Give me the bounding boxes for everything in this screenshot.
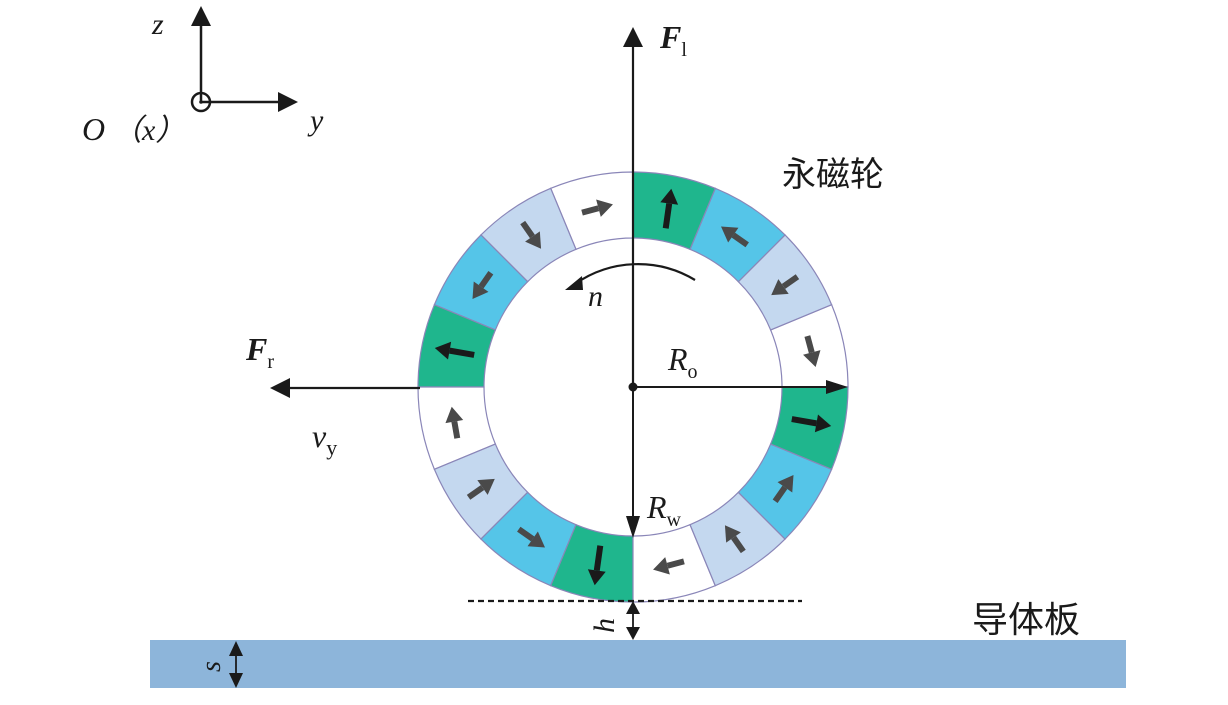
magnetization-arrow-head bbox=[527, 531, 545, 548]
magnetization-arrow-icon bbox=[653, 557, 685, 575]
x-label: （x） bbox=[112, 114, 185, 147]
plate-label: 导体板 bbox=[972, 600, 1080, 641]
magnetization-arrow-icon bbox=[472, 271, 494, 299]
magnetization-arrow-icon bbox=[434, 341, 475, 360]
magnetization-arrow-head bbox=[724, 525, 741, 543]
magnetization-arrow-head bbox=[721, 226, 739, 243]
magnetization-arrow-shaft bbox=[517, 526, 535, 542]
magnetization-arrow-icon bbox=[445, 406, 464, 439]
magnetization-arrow-head bbox=[660, 188, 679, 205]
magnetization-arrow-head bbox=[525, 231, 542, 249]
z-label: z bbox=[151, 8, 164, 41]
magnetization-arrow-icon bbox=[466, 478, 495, 500]
magnetization-arrow-head bbox=[587, 569, 606, 586]
x-axis-circle-icon bbox=[190, 91, 212, 113]
magnetization-arrow-shaft bbox=[772, 485, 788, 503]
magnetization-arrow-icon bbox=[724, 525, 746, 554]
magnetization-arrow-head bbox=[814, 414, 832, 433]
wheel-radius-label: Rw bbox=[646, 489, 682, 531]
magnetization-arrow-shaft bbox=[520, 220, 535, 239]
magnetization-arrow-head bbox=[803, 350, 821, 367]
magnetization-arrow-head bbox=[477, 478, 495, 495]
magnetization-arrow-shaft bbox=[451, 421, 461, 439]
magnetization-arrow-shaft bbox=[662, 203, 673, 229]
thickness-arrowhead-up-icon bbox=[229, 641, 243, 656]
velocity-label: vy bbox=[312, 418, 337, 460]
magnetization-arrow-icon bbox=[772, 475, 794, 503]
magnetization-arrow-shaft bbox=[593, 545, 604, 571]
thickness-arrowhead-down-icon bbox=[229, 673, 243, 688]
magnetization-arrow-shaft bbox=[731, 535, 746, 554]
rotation-arc bbox=[574, 263, 696, 285]
y-axis-arrowhead-icon bbox=[278, 92, 298, 112]
magnetization-arrow-icon bbox=[721, 226, 749, 248]
wheel-radius-arrowhead-icon bbox=[626, 516, 640, 538]
magnetization-arrow-icon bbox=[771, 274, 800, 296]
permanent-magnet-wheel bbox=[417, 171, 849, 603]
magnetization-arrow-icon bbox=[803, 335, 821, 367]
x-axis-dot-icon bbox=[199, 100, 203, 104]
magnetization-arrow-shaft bbox=[466, 485, 485, 500]
magnetization-arrow-shaft bbox=[804, 335, 815, 354]
thickness-label: s bbox=[196, 661, 227, 672]
magnetization-arrow-shaft bbox=[581, 205, 600, 216]
y-label: y bbox=[307, 104, 324, 137]
magnetization-arrow-shaft bbox=[731, 232, 749, 248]
drag-force-arrowhead-icon bbox=[270, 378, 290, 398]
rotation-arrowhead-icon bbox=[565, 276, 583, 290]
magnetization-arrow-head bbox=[771, 279, 789, 296]
outer-radius-arrowhead-icon bbox=[826, 380, 848, 394]
magnetization-arrow-icon bbox=[581, 199, 613, 217]
gap-label: h bbox=[588, 618, 621, 633]
origin-label: O bbox=[82, 111, 105, 147]
magnetization-arrow-head bbox=[472, 281, 489, 299]
z-axis-arrowhead-icon bbox=[191, 6, 211, 26]
magnetization-arrow-head bbox=[777, 475, 794, 493]
magnetization-arrow-shaft bbox=[781, 274, 800, 289]
drag-force-label: Fr bbox=[245, 331, 274, 373]
magnetization-arrow-shaft bbox=[666, 558, 685, 569]
outer-radius-label: Ro bbox=[667, 341, 698, 383]
rotation-speed-label: n bbox=[588, 280, 603, 313]
magnetization-arrow-shaft bbox=[478, 271, 494, 289]
magnetization-arrow-icon bbox=[587, 545, 606, 586]
magnetization-arrow-head bbox=[596, 199, 613, 217]
gap-arrowhead-up-icon bbox=[626, 601, 640, 614]
magnetization-arrow-head bbox=[653, 557, 670, 575]
conductor-plate bbox=[150, 640, 1126, 688]
magnetization-arrow-icon bbox=[517, 526, 545, 548]
lift-force-arrowhead-icon bbox=[623, 27, 643, 47]
coordinate-system: z y O （x） bbox=[82, 6, 324, 147]
magnetization-arrow-head bbox=[445, 406, 464, 424]
magnetization-arrow-icon bbox=[791, 414, 832, 433]
magnetization-arrow-shaft bbox=[449, 347, 475, 358]
magnetization-arrow-icon bbox=[520, 220, 542, 249]
lift-force-label: Fl bbox=[659, 19, 687, 61]
gap-arrowhead-down-icon bbox=[626, 627, 640, 640]
wheel-label: 永磁轮 bbox=[782, 155, 884, 195]
magnetization-arrow-icon bbox=[660, 188, 679, 229]
magnetization-arrow-head bbox=[434, 341, 452, 360]
magnetization-arrow-shaft bbox=[791, 416, 817, 427]
